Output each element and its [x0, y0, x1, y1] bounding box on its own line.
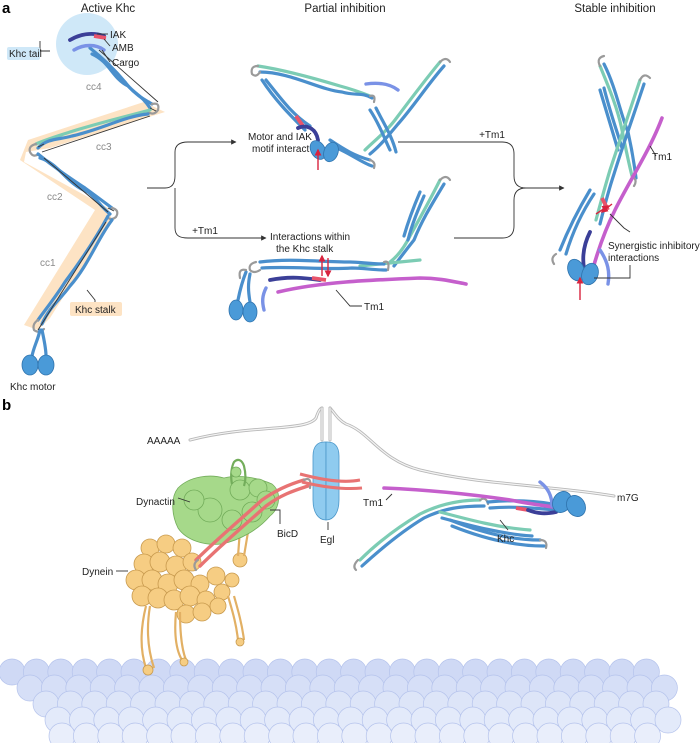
- dynein-stalk: [146, 605, 156, 669]
- khc-motor-head-left: [21, 354, 39, 376]
- split-brace: [147, 141, 264, 239]
- label-m7g: m7G: [617, 493, 639, 504]
- label-tm1-partial: Tm1: [364, 302, 384, 313]
- dynein-motor-subunit: [179, 585, 201, 607]
- label-cc3: cc3: [96, 142, 112, 153]
- label-egl: Egl: [320, 535, 334, 546]
- khc-panel-b: [353, 480, 586, 572]
- label-tm1-lower-arrow: +Tm1: [192, 226, 218, 237]
- cc-bracket-cc4: [98, 49, 159, 103]
- label-bicd: BicD: [277, 529, 298, 540]
- dynein-mt-binding-domain: [179, 657, 189, 667]
- dynein-stalk: [174, 611, 183, 661]
- label-dynein: Dynein: [82, 567, 113, 578]
- label-dynactin: Dynactin: [136, 497, 175, 508]
- cc-bracket-cc3: [41, 115, 151, 153]
- dynein-mt-binding-domain: [235, 637, 245, 647]
- egl: [299, 441, 363, 521]
- partial-lower-molecule: [228, 175, 468, 323]
- partial-top-molecule: [250, 57, 452, 170]
- dynein-complex: [125, 529, 250, 676]
- microtubule: [0, 658, 682, 743]
- dynein-motor-subunit: [206, 566, 226, 586]
- label-tm1-panel-b: Tm1: [363, 498, 383, 509]
- label-interactions-line2: the Khc stalk: [276, 244, 334, 255]
- label-tm1-upper-arrow: +Tm1: [479, 130, 505, 141]
- dynein-motor-subunit: [209, 597, 227, 615]
- header-active-khc: Active Khc: [81, 3, 136, 15]
- dynein-stalk: [232, 595, 246, 641]
- label-interactions-line1: Interactions within: [270, 232, 350, 243]
- dynein-motor-subunit: [192, 602, 212, 622]
- khc-tail-label-box: [7, 47, 40, 60]
- bicd: [193, 477, 312, 572]
- header-partial-inhibition: Partial inhibition: [304, 3, 385, 15]
- header-stable-inhibition: Stable inhibition: [574, 3, 655, 15]
- tubulin-subunit: [634, 722, 661, 743]
- label-motor-iak-line1: Motor and IAK: [248, 132, 312, 143]
- panel-b-letter: b: [2, 397, 11, 414]
- khc-motor-head-right: [37, 354, 55, 376]
- label-motor-iak-line2: motif interact: [252, 144, 309, 155]
- label-synergistic-line1: Synergistic inhibitory: [608, 241, 700, 252]
- merge-brace: [398, 141, 527, 239]
- dynein-motor-subunit: [172, 538, 192, 558]
- dynactin: [172, 458, 279, 545]
- label-tm1-stable: Tm1: [652, 152, 672, 163]
- label-iak: IAK: [110, 30, 126, 41]
- label-cc4: cc4: [86, 82, 102, 93]
- label-khc-panel-b: Khc: [497, 534, 514, 545]
- cc-bracket-cc1: [37, 221, 107, 331]
- label-amb: AMB: [112, 43, 134, 54]
- dynein-stalk: [178, 611, 188, 661]
- dynein-stalk: [140, 605, 148, 669]
- label-aaaaa: AAAAA: [147, 436, 181, 447]
- khc-stalk-highlight: [20, 100, 165, 330]
- dynein-stalk: [226, 595, 240, 641]
- label-khc-stalk: Khc stalk: [75, 305, 117, 316]
- cc-bracket-cc2: [43, 157, 109, 213]
- label-khc-motor: Khc motor: [10, 382, 56, 393]
- label-khc-tail: Khc tail: [9, 49, 42, 60]
- label-cargo: Cargo: [112, 58, 140, 69]
- tubulin-subunit: [654, 706, 682, 734]
- dynein-motor-subunit: [224, 572, 240, 588]
- label-cc2: cc2: [47, 192, 63, 203]
- label-cc1: cc1: [40, 258, 56, 269]
- panel-a-letter: a: [2, 0, 11, 17]
- dynein-mt-binding-domain: [142, 664, 154, 676]
- dynein-motor-subunit: [156, 534, 176, 554]
- label-synergistic-line2: interactions: [608, 253, 659, 264]
- stable-molecule: [551, 54, 664, 300]
- khc-stalk-label-box: [70, 302, 122, 316]
- dynein-motor-subunit: [232, 552, 248, 568]
